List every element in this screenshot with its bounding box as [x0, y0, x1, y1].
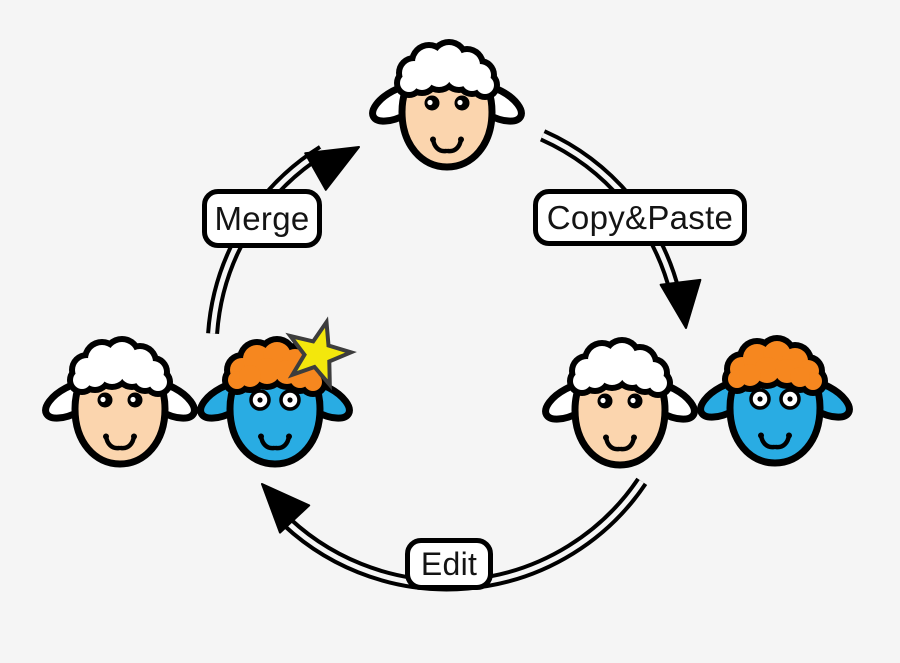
- right-white-sheep: [542, 337, 698, 469]
- sheep-wool: [584, 366, 606, 388]
- sheep-wool: [135, 368, 155, 388]
- copy-paste-label: Copy&Paste: [533, 189, 747, 246]
- merge-label: Merge: [202, 189, 322, 248]
- sheep-wool: [411, 68, 433, 90]
- left-blue-starred-sheep: [197, 316, 357, 468]
- top-original-sheep: [369, 39, 525, 171]
- sheep-wool: [790, 367, 810, 387]
- sheep-wool: [635, 369, 655, 389]
- sheep-wool: [239, 365, 261, 387]
- sheep-wool: [462, 71, 482, 91]
- arrowhead-copy-paste: [659, 278, 702, 329]
- left-white-sheep: [42, 336, 198, 468]
- edit-label: Edit: [405, 538, 493, 590]
- arrowhead-merge: [304, 146, 360, 191]
- right-blue-sheep: [697, 335, 853, 467]
- sheep-wool: [84, 365, 106, 387]
- arrowhead-edit: [261, 483, 311, 534]
- sheep-wool: [739, 364, 761, 386]
- sheep-layer: [42, 39, 853, 469]
- star-icon: [285, 316, 357, 391]
